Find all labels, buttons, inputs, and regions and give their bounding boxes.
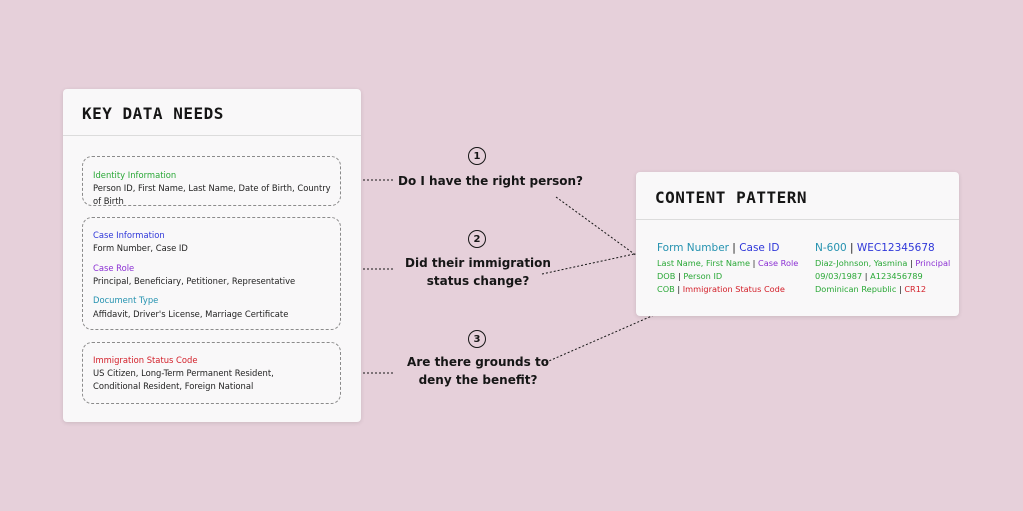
cob-label: COB: [657, 284, 675, 294]
identity-group: Identity Information Person ID, First Na…: [82, 156, 341, 206]
case-group: Case Information Form Number, Case ID Ca…: [82, 217, 341, 330]
question-3-line-1: Are there grounds to: [407, 355, 549, 369]
question-1-text: Do I have the right person?: [398, 172, 584, 190]
status-code-value: CR12: [904, 284, 927, 294]
case-info-text: Form Number, Case ID: [93, 243, 188, 253]
cob-value: Dominican Republic: [815, 284, 897, 294]
question-3-text: Are there grounds to deny the benefit?: [398, 353, 558, 389]
case-info-label: Case Information: [93, 230, 165, 240]
person-id-label: Person ID: [683, 271, 723, 281]
question-2-line-1: Did their immigration: [405, 256, 551, 270]
pattern-left-row-2: Last Name, First Name | Case Role: [657, 258, 798, 268]
form-number-value: N-600: [815, 242, 847, 254]
question-1-line-1: Do I have the right person?: [398, 174, 584, 188]
case-id-value: WEC12345678: [856, 242, 935, 254]
identity-label: Identity Information: [93, 170, 177, 180]
key-data-needs-card: KEY DATA NEEDS Identity Information Pers…: [63, 89, 361, 422]
name-value: Diaz-Johnson, Yasmina: [815, 258, 908, 268]
divider: [636, 219, 959, 220]
pattern-right-row-1: N-600 | WEC12345678: [815, 242, 935, 254]
dob-value: 09/03/1987: [815, 271, 863, 281]
question-2-line-2: status change?: [426, 274, 530, 288]
content-pattern-card: CONTENT PATTERN Form Number | Case ID La…: [636, 172, 959, 316]
question-2-text: Did their immigration status change?: [398, 254, 558, 290]
case-role-label: Case Role: [93, 263, 135, 273]
status-code-text-2: Conditional Resident, Foreign National: [93, 381, 254, 391]
pattern-left-row-3: DOB | Person ID: [657, 271, 722, 281]
status-group: Immigration Status Code US Citizen, Long…: [82, 342, 341, 404]
dob-label: DOB: [657, 271, 676, 281]
person-id-value: A123456789: [870, 271, 923, 281]
separator: |: [674, 284, 683, 294]
separator: |: [862, 271, 871, 281]
pattern-right-row-4: Dominican Republic | CR12: [815, 284, 926, 294]
pattern-right-row-3: 09/03/1987 | A123456789: [815, 271, 923, 281]
separator: |: [907, 258, 916, 268]
name-label: Last Name, First Name: [657, 258, 751, 268]
separator: |: [846, 242, 857, 254]
case-id-label: Case ID: [739, 242, 780, 254]
pattern-left-row-1: Form Number | Case ID: [657, 242, 779, 254]
question-3-number: 3: [468, 330, 486, 348]
separator: |: [728, 242, 740, 254]
status-code-text-1: US Citizen, Long-Term Permanent Resident…: [93, 368, 274, 378]
question-2-number: 2: [468, 230, 486, 248]
identity-text: Person ID, First Name, Last Name, Date o…: [93, 183, 331, 206]
question-3-line-2: deny the benefit?: [418, 373, 538, 387]
separator: |: [675, 271, 684, 281]
pattern-right-row-2: Diaz-Johnson, Yasmina | Principal: [815, 258, 950, 268]
case-role-label: Case Role: [757, 258, 799, 268]
doc-type-label: Document Type: [93, 295, 159, 305]
doc-type-text: Affidavit, Driver's License, Marriage Ce…: [93, 309, 289, 319]
content-pattern-title: CONTENT PATTERN: [655, 188, 807, 207]
status-code-label: Immigration Status Code: [93, 355, 198, 365]
form-number-label: Form Number: [657, 242, 729, 254]
arrow-q1: [555, 196, 648, 264]
status-code-label: Immigration Status Code: [682, 284, 785, 294]
case-role-value: Principal: [915, 258, 951, 268]
pattern-left-row-4: COB | Immigration Status Code: [657, 284, 785, 294]
separator: |: [750, 258, 758, 268]
key-data-needs-title: KEY DATA NEEDS: [82, 104, 224, 123]
question-1-number: 1: [468, 147, 486, 165]
divider: [63, 135, 361, 136]
case-role-text: Principal, Beneficiary, Petitioner, Repr…: [93, 276, 296, 286]
separator: |: [896, 284, 905, 294]
